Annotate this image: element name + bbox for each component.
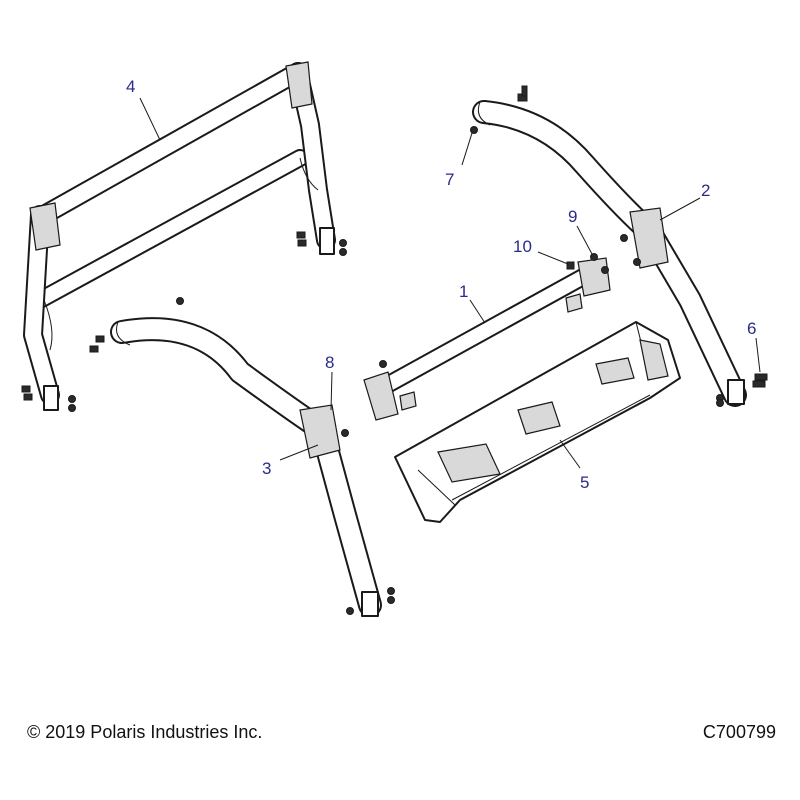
part-2-right-rops-tube: [472, 100, 747, 407]
leader-2: [659, 197, 701, 221]
callouts: 4 7 2 9 10 1 6 8 3 5: [126, 77, 756, 492]
leader-1: [469, 299, 486, 324]
callout-1: 1: [459, 282, 468, 301]
callout-10: 10: [513, 237, 532, 256]
callout-9: 9: [568, 207, 577, 226]
leader-7: [461, 132, 473, 166]
callout-2: 2: [701, 181, 710, 200]
callout-6: 6: [747, 319, 756, 338]
leader-9: [576, 225, 593, 255]
leader-6: [755, 337, 761, 373]
callout-5: 5: [580, 473, 589, 492]
leader-5: [559, 439, 581, 469]
part-6-bolts: [752, 373, 768, 388]
part-2-fasteners: [470, 85, 724, 407]
leader-3: [279, 444, 319, 461]
part-3-left-rops-tube: [110, 317, 382, 617]
leader-8: [330, 371, 333, 411]
part-4-fasteners: [21, 231, 347, 412]
part-5-rear-panel: [394, 321, 681, 523]
callout-3: 3: [262, 459, 271, 478]
part-4-rear-cage-frame: [23, 61, 336, 411]
copyright-notice: © 2019 Polaris Industries Inc.: [27, 722, 263, 742]
leader-10: [537, 251, 569, 265]
part-3-fasteners: [89, 297, 395, 615]
leader-lines: [139, 97, 761, 469]
leader-4: [139, 97, 161, 141]
callout-4: 4: [126, 77, 135, 96]
part-1-fasteners: [379, 253, 609, 368]
figure-code: C700799: [702, 722, 776, 742]
callout-7: 7: [445, 170, 454, 189]
part-1-cross-bar: [363, 257, 611, 421]
callout-8: 8: [325, 353, 334, 372]
